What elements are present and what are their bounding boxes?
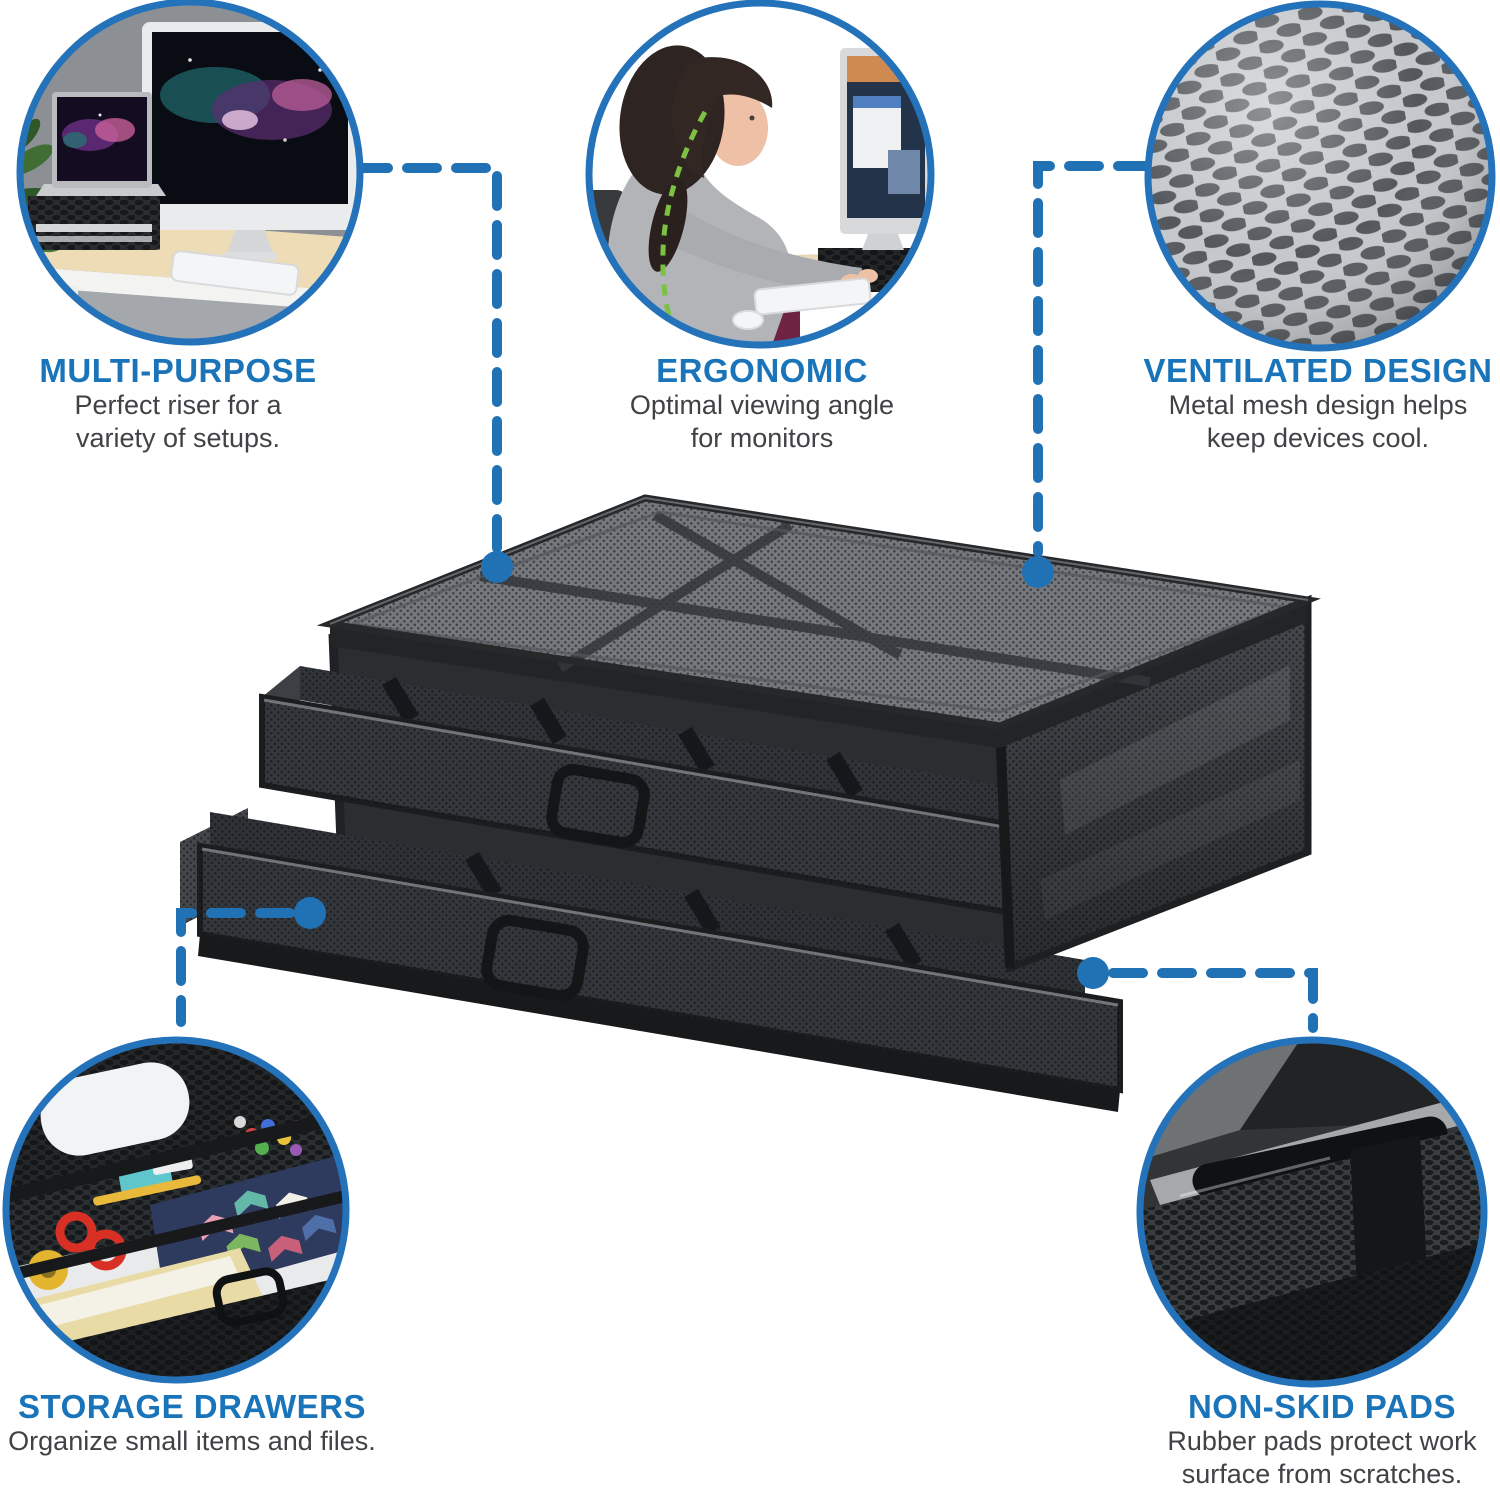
dot-storage	[294, 897, 326, 929]
ponytail	[648, 178, 688, 272]
middle-drawer-dividers	[382, 676, 863, 799]
platform-rim	[330, 600, 1308, 748]
feature-text-line: surface from scratches.	[1181, 1459, 1463, 1489]
arm	[672, 212, 862, 296]
platform-inner-dividers	[479, 510, 1151, 687]
feature-non-skid: NON-SKID PADS Rubber pads protect work s…	[1122, 1388, 1500, 1489]
feature-ventilated: VENTILATED DESIGN Metal mesh design help…	[1108, 352, 1500, 455]
callout-rings	[2, 0, 1496, 1388]
feature-title: STORAGE DRAWERS	[18, 1388, 366, 1425]
pencil	[93, 1175, 202, 1206]
feature-text-line: Rubber pads protect work	[1167, 1426, 1477, 1456]
open-drawer-photo	[6, 1040, 346, 1380]
product-illustration	[180, 494, 1322, 1112]
feature-title: VENTILATED DESIGN	[1143, 352, 1493, 389]
feature-text-line: Organize small items and files.	[8, 1426, 376, 1456]
callout-connectors	[176, 161, 1318, 1033]
frame-corner-bar	[1192, 1116, 1448, 1198]
posture-guide-line	[660, 110, 708, 338]
riser-with-laptop	[28, 92, 166, 250]
top-platform	[316, 494, 1322, 748]
white-mouse	[40, 1062, 190, 1156]
mesh-texture-photo	[1148, 4, 1492, 348]
ring-multi-purpose	[16, 0, 364, 346]
lower-drawer-dividers	[465, 851, 922, 970]
feature-ergonomic: ERGONOMIC Optimal viewing angle for moni…	[582, 352, 942, 455]
feature-text-line: Perfect riser for a	[74, 390, 282, 420]
ring-non-skid	[1136, 1036, 1488, 1388]
connector-ventilated	[1033, 161, 1153, 557]
feature-storage: STORAGE DRAWERS Organize small items and…	[0, 1388, 392, 1458]
feature-text-line: Optimal viewing angle	[629, 390, 895, 420]
dot-ventilated	[1022, 556, 1054, 588]
mouse	[732, 310, 764, 330]
dot-non-skid	[1077, 957, 1109, 989]
product-corner-photo	[1140, 1040, 1484, 1384]
lower-drawer-handle	[481, 914, 589, 1002]
white-keyboard	[170, 250, 300, 296]
right-side-panel	[995, 594, 1312, 974]
callout-dots	[294, 551, 1109, 989]
connector-non-skid	[1108, 968, 1318, 1033]
middle-drawer-handle	[546, 764, 650, 848]
feature-text-line: keep devices cool.	[1206, 423, 1430, 453]
feature-title: ERGONOMIC	[656, 352, 868, 389]
connector-storage	[176, 908, 295, 1027]
drawer-handle-cutout	[212, 1267, 288, 1327]
ring-storage	[2, 1036, 350, 1384]
feature-text-line: Metal mesh design helps	[1168, 390, 1468, 420]
feature-title: MULTI-PURPOSE	[39, 352, 317, 389]
large-monitor	[142, 22, 358, 260]
feature-multi-purpose: MULTI-PURPOSE Perfect riser for a variet…	[8, 352, 348, 455]
keyboard	[753, 277, 872, 316]
feature-text-line: variety of setups.	[75, 423, 281, 453]
ring-ergonomic	[585, 0, 935, 349]
connector-multi-purpose	[353, 163, 502, 553]
dot-multi-purpose	[481, 551, 513, 583]
drawer-frame-bar	[6, 1109, 346, 1203]
feature-text-line: for monitors	[690, 423, 834, 453]
lower-drawer-base	[198, 934, 1120, 1112]
panel-front-edge	[995, 725, 1015, 969]
lower-drawer	[180, 808, 1123, 1112]
ring-ventilated	[1144, 0, 1496, 352]
feature-title: NON-SKID PADS	[1187, 1388, 1457, 1425]
